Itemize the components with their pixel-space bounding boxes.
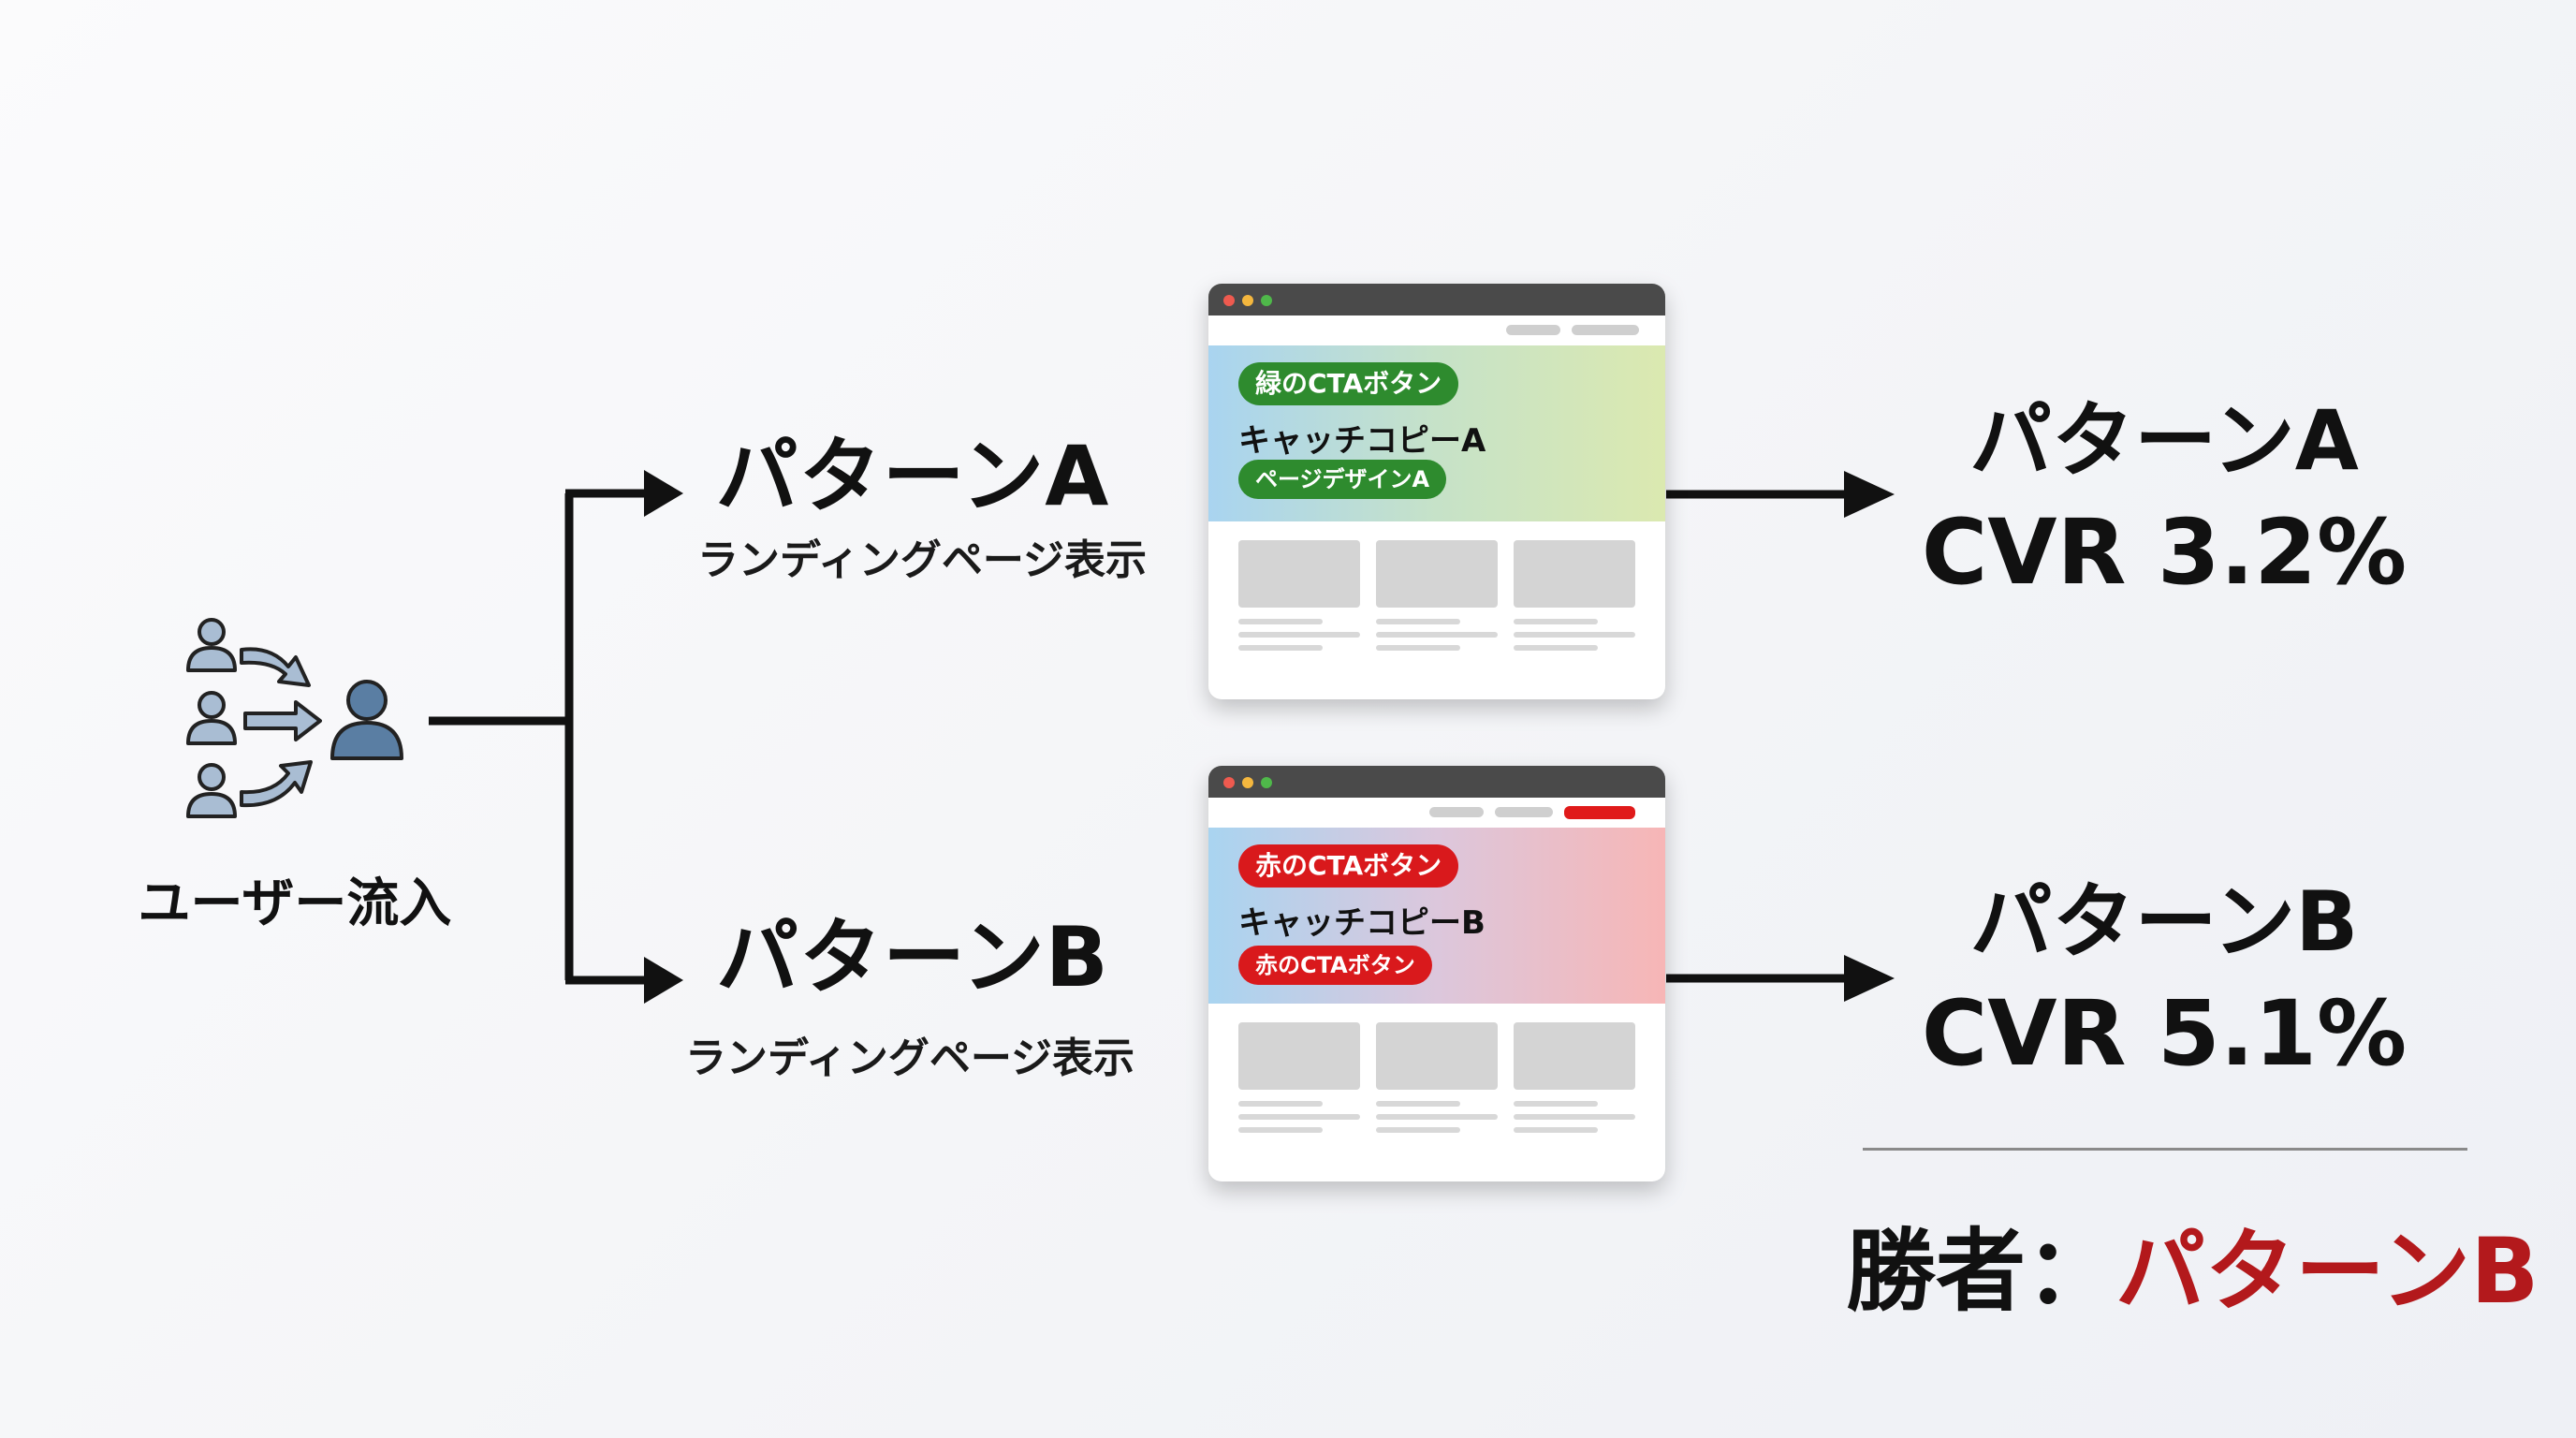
content-card-image — [1238, 1022, 1360, 1090]
text-line — [1514, 1127, 1598, 1133]
nav-pill — [1572, 325, 1639, 335]
browser-navbar — [1208, 315, 1665, 345]
cta-badge-bottom: 赤のCTAボタン — [1238, 946, 1432, 985]
result-b-title: パターンB — [1969, 873, 2359, 970]
hero-section: 緑のCTAボタン キャッチコピーA ページデザインA — [1208, 345, 1665, 521]
catch-copy: キャッチコピーB — [1238, 904, 1486, 942]
winner-divider — [1863, 1148, 2467, 1151]
content-cards — [1208, 521, 1665, 699]
result-a-title: パターンA — [1969, 392, 2359, 489]
content-card-image — [1238, 540, 1360, 608]
text-line — [1376, 632, 1498, 638]
hero-section: 赤のCTAボタン キャッチコピーB 赤のCTAボタン — [1208, 828, 1665, 1004]
text-line — [1514, 1101, 1598, 1107]
content-cards — [1208, 1004, 1665, 1181]
user-inflow-label: ユーザー流入 — [138, 873, 452, 934]
content-card-image — [1376, 1022, 1498, 1090]
winner-value: パターンB — [2115, 1219, 2539, 1324]
cta-badge-top: 赤のCTAボタン — [1238, 844, 1459, 888]
pattern-a-subtitle: ランディングページ表示 — [696, 536, 1148, 584]
text-line — [1376, 645, 1460, 651]
design-badge: ページデザインA — [1238, 460, 1447, 499]
text-line — [1514, 645, 1598, 651]
maximize-dot-icon — [1261, 777, 1272, 788]
landing-page-a-mock: 緑のCTAボタン キャッチコピーA ページデザインA — [1208, 284, 1665, 699]
content-card-image — [1514, 1022, 1635, 1090]
winner-line: 勝者：パターンB — [1846, 1198, 2539, 1328]
nav-pill — [1495, 807, 1553, 817]
text-line — [1238, 1101, 1323, 1107]
result-a-cvr: CVR 3.2% — [1921, 500, 2408, 605]
arrow-to-result-b-icon — [1844, 955, 1895, 1002]
text-line — [1238, 1114, 1360, 1120]
text-line — [1376, 619, 1460, 624]
content-card-image — [1514, 540, 1635, 608]
minimize-dot-icon — [1242, 295, 1253, 306]
nav-pill — [1506, 325, 1560, 335]
text-line — [1376, 1114, 1498, 1120]
pattern-a-title: パターンA — [715, 428, 1110, 524]
arrow-to-result-a-icon — [1844, 471, 1895, 518]
browser-navbar — [1208, 798, 1665, 828]
result-b: パターンB CVR 5.1% — [1902, 867, 2426, 1090]
close-dot-icon — [1223, 777, 1235, 788]
text-line — [1514, 1114, 1635, 1120]
pattern-b-title: パターンB — [716, 909, 1109, 1005]
arrow-to-pattern-a-icon — [644, 470, 683, 517]
text-line — [1238, 632, 1360, 638]
text-line — [1514, 619, 1598, 624]
result-b-cvr: CVR 5.1% — [1921, 981, 2408, 1086]
winner-label: 勝者： — [1846, 1219, 2115, 1324]
text-line — [1514, 632, 1635, 638]
minimize-dot-icon — [1242, 777, 1253, 788]
text-line — [1238, 1127, 1323, 1133]
nav-pill — [1429, 807, 1484, 817]
text-line — [1376, 1101, 1460, 1107]
result-a: パターンA CVR 3.2% — [1902, 386, 2426, 609]
browser-titlebar — [1208, 284, 1665, 315]
text-line — [1238, 619, 1323, 624]
landing-page-b-mock: 赤のCTAボタン キャッチコピーB 赤のCTAボタン — [1208, 766, 1665, 1181]
maximize-dot-icon — [1261, 295, 1272, 306]
close-dot-icon — [1223, 295, 1235, 306]
content-card-image — [1376, 540, 1498, 608]
browser-titlebar — [1208, 766, 1665, 798]
nav-cta-pill — [1564, 806, 1635, 819]
arrow-to-pattern-b-icon — [644, 957, 683, 1004]
user-group-flow-icon — [186, 618, 403, 818]
catch-copy: キャッチコピーA — [1238, 422, 1486, 460]
text-line — [1238, 645, 1323, 651]
pattern-b-subtitle: ランディングページ表示 — [684, 1034, 1135, 1082]
cta-badge-top: 緑のCTAボタン — [1238, 362, 1459, 405]
text-line — [1376, 1127, 1460, 1133]
